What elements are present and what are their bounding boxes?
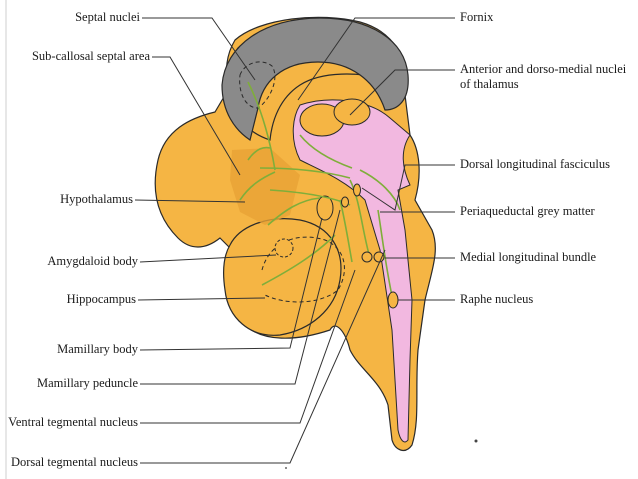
stray-dot	[474, 439, 478, 443]
label-sub-callosal-septal-area: Sub-callosal septal area	[31, 49, 150, 63]
amygdaloid-body	[274, 238, 294, 258]
label-hippocampus: Hippocampus	[66, 292, 136, 306]
label-periaqueductal-grey-matter: Periaqueductal grey matter	[460, 204, 595, 218]
label-amygdaloid-body: Amygdaloid body	[47, 254, 138, 268]
fiber-tracts	[239, 81, 401, 297]
leader-lines-left	[134, 17, 386, 464]
label-medial-longitudinal-bundle: Medial longitudinal bundle	[460, 250, 597, 264]
label-ventral-tegmental-nucleus: Ventral tegmental nucleus	[8, 415, 138, 429]
stray-dot	[285, 467, 287, 469]
label-dorsal-tegmental-nucleus: Dorsal tegmental nucleus	[10, 455, 138, 469]
label-hypothalamus: Hypothalamus	[60, 192, 133, 206]
raphe-nucleus	[387, 291, 399, 309]
label-raphe-nucleus: Raphe nucleus	[460, 292, 534, 306]
label-mamillary-body: Mamillary body	[57, 342, 138, 356]
thalamus-nucleus-dorsomedial	[333, 98, 371, 126]
mamillary-body	[316, 195, 334, 221]
ventral-tegmental-nucleus	[341, 196, 349, 208]
label-dorsal-longitudinal-fasciculus: Dorsal longitudinal fasciculus	[460, 157, 610, 171]
label-septal-nuclei: Septal nuclei	[75, 10, 140, 24]
medial-longitudinal-node-a	[361, 251, 373, 263]
temporal-lobe	[223, 218, 342, 336]
label-anterior-dorso-medial-thalamus: Anterior and dorso-medial nuclei of thal…	[460, 62, 627, 91]
hypothalamus-region	[230, 148, 300, 225]
dorsal-tegmental-nucleus	[353, 183, 361, 197]
medial-longitudinal-node-b	[373, 251, 385, 263]
label-fornix: Fornix	[460, 10, 494, 24]
leader-lines-right	[297, 17, 455, 301]
label-mamillary-peduncle: Mamillary peduncle	[36, 376, 138, 390]
